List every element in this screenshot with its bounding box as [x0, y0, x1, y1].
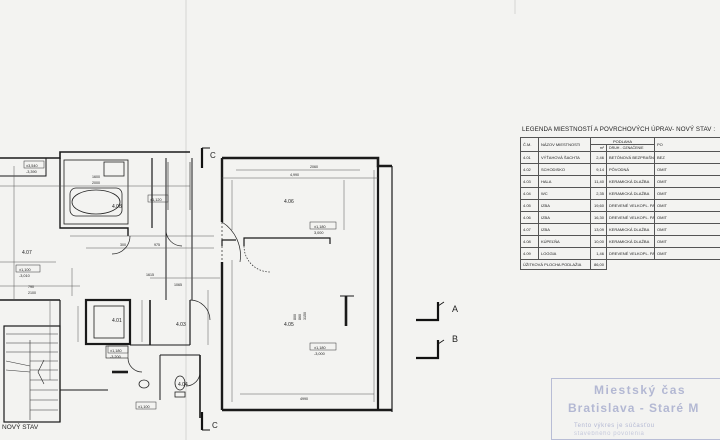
svg-text:1600: 1600: [92, 175, 100, 179]
room-legend-table: Č.M. NÁZOV MIESTNOSTI PODLAHA PO m² DRUH…: [520, 137, 720, 270]
staircase-icon: [5, 333, 58, 420]
svg-text:±1,100: ±1,100: [19, 268, 31, 272]
svg-text:1065: 1065: [174, 283, 182, 287]
svg-text:4,990: 4,990: [290, 173, 299, 177]
svg-text:-3,000: -3,000: [314, 352, 325, 356]
cut-mark-c-bottom: C: [212, 421, 218, 430]
legend-header-row: Č.M. NÁZOV MIESTNOSTI PODLAHA PO: [520, 137, 720, 152]
stamp-line-3: Tento výkres je súčasťou: [574, 423, 655, 429]
wc-bowl-icon: [174, 375, 186, 391]
stamp-line-4: stavebného povolenia: [574, 431, 645, 437]
legend-col-number: Č.M.: [520, 137, 539, 152]
cut-mark-c-top: C: [210, 151, 216, 160]
stamp-line-1: Miestský čas: [594, 383, 687, 397]
svg-text:300: 300: [120, 243, 126, 247]
svg-text:±1,100: ±1,100: [138, 405, 150, 409]
svg-text:2100: 2100: [28, 291, 36, 295]
section-mark-a: A: [452, 304, 458, 314]
svg-text:-3,200: -3,200: [110, 355, 121, 359]
svg-text:4990: 4990: [300, 397, 308, 401]
section-cut-marks: [200, 147, 445, 431]
room-tag-408: 4.08: [112, 204, 122, 210]
stamp-line-2: Bratislava - Staré M: [568, 401, 700, 415]
svg-text:±3,540: ±3,540: [26, 164, 38, 168]
svg-text:860: 860: [298, 314, 302, 320]
room-tag-401: 4.01: [112, 318, 122, 324]
svg-text:±1,180: ±1,180: [314, 346, 326, 350]
room-tag-405: 4.05: [284, 322, 294, 328]
bathtub-icon: [71, 189, 121, 215]
room-tag-404: 4.04: [178, 382, 188, 388]
bathroom-fixtures: [69, 161, 186, 398]
walls: [0, 151, 393, 423]
washbasin-icon: [138, 379, 150, 389]
legend-col-kind: DRUH - OZNAČENIE: [606, 144, 655, 152]
municipal-stamp: Miestský čas Bratislava - Staré M Tento …: [551, 378, 720, 440]
svg-text:-3,010: -3,010: [19, 274, 30, 278]
dimension-texts: 4,990 2060 1600 2000 2100 790 300 975 16…: [28, 165, 318, 401]
svg-text:2000: 2000: [92, 181, 100, 185]
room-tags: 4.08 4.06 4.05 4.07 4.01 4.03 4.04: [22, 199, 294, 388]
plan-caption: NOVÝ STAV: [2, 424, 39, 431]
door-swings: [111, 221, 271, 387]
svg-text:±1,180: ±1,180: [110, 349, 122, 353]
dimension-lines: [0, 166, 378, 402]
room-tag-406: 4.06: [284, 199, 294, 205]
legend-col-name: NÁZOV MIESTNOSTI: [538, 137, 591, 152]
paper-fold-lines: [185, 0, 516, 440]
svg-text:975: 975: [154, 243, 160, 247]
level-marks: ±1,180 3,000 ±1,180 -3,000 ±1,100 -3,010…: [15, 160, 337, 410]
legend-total-value: 86,00: [590, 259, 607, 270]
svg-text:±1,120: ±1,120: [150, 198, 162, 202]
svg-text:-3,390: -3,390: [26, 170, 37, 174]
svg-text:3,000: 3,000: [314, 231, 324, 235]
legend-col-area: m²: [590, 144, 607, 152]
room-tag-407: 4.07: [22, 250, 32, 256]
legend-title: LEGENDA MIESTNOSTÍ A POVRCHOVÝCH ÚPRAV- …: [522, 126, 716, 133]
section-mark-b: B: [452, 334, 458, 344]
legend-col-floor: PODLAHA: [590, 137, 655, 145]
shower-tray-icon: [103, 161, 125, 177]
svg-text:3150: 3150: [303, 312, 307, 320]
legend-total-label: ÚŽITKOVÁ PLOCHA PODLAŽIA: [520, 259, 591, 270]
svg-text:±1,180: ±1,180: [314, 225, 326, 229]
svg-text:1615: 1615: [146, 273, 154, 277]
room-tag-403: 4.03: [176, 322, 186, 328]
legend-col-extra: PO: [654, 137, 720, 152]
svg-text:790: 790: [28, 285, 34, 289]
svg-text:2060: 2060: [310, 165, 318, 169]
legend-total-row: ÚŽITKOVÁ PLOCHA PODLAŽIA 86,00: [520, 259, 720, 270]
svg-text:800: 800: [293, 314, 297, 320]
